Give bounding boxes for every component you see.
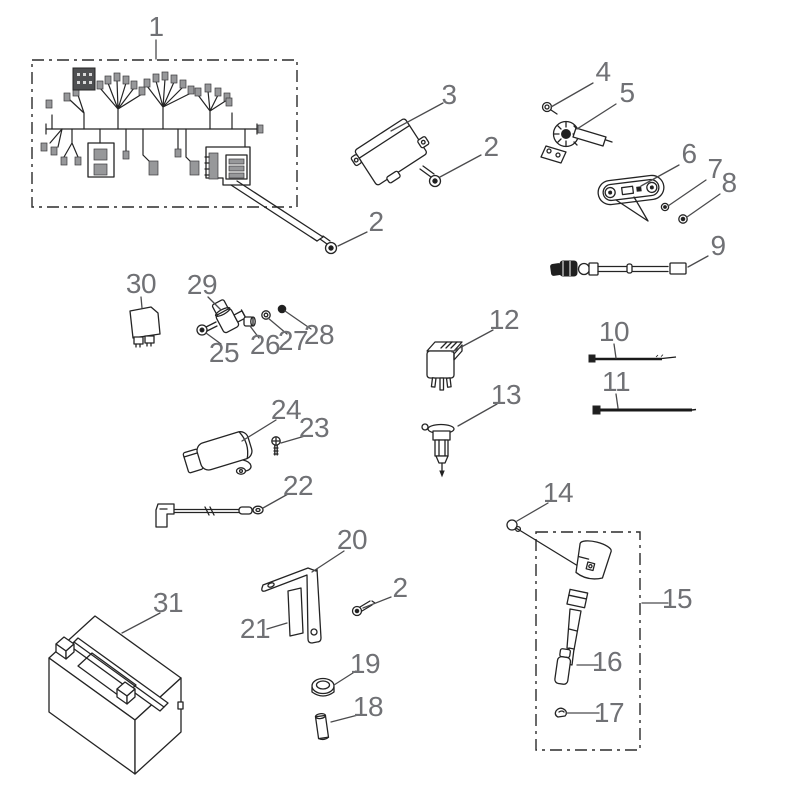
part-label-19: 19 [349, 648, 381, 679]
part-label-23: 23 [298, 412, 330, 443]
bolt-2-bracket-drawing [351, 600, 376, 617]
spacer-26-drawing [243, 316, 256, 327]
bolt-8-drawing [678, 214, 688, 224]
part-label-18: 18 [352, 691, 384, 722]
spark-plug-cable-9-drawing [550, 260, 687, 277]
mount-rod-drawing [230, 180, 324, 242]
bracket-plate-6-drawing [597, 174, 665, 222]
cdi-unit-drawing [350, 118, 430, 186]
part-label-22: 22 [282, 470, 314, 501]
part-label-4: 4 [595, 56, 611, 87]
sensor-13-drawing [421, 423, 455, 478]
part-label-16: 16 [591, 646, 623, 677]
ignition-coil-5-drawing [540, 120, 613, 164]
bolt-25-drawing [196, 321, 218, 336]
part-label-3: 3 [441, 79, 457, 110]
part-label-13: 13 [490, 379, 522, 410]
relay-30-drawing [129, 306, 161, 348]
part-label-8: 8 [721, 167, 737, 198]
flasher-relay-12-drawing [426, 341, 463, 391]
bracket-20-drawing [261, 567, 322, 644]
part-label-6: 6 [681, 138, 697, 169]
grommet-19-drawing [311, 677, 335, 697]
part-label-1: 1 [148, 11, 164, 42]
screw-23-drawing [271, 436, 281, 456]
nut-28-drawing [277, 304, 287, 314]
part-label-7: 7 [707, 153, 723, 184]
part-label-12: 12 [488, 304, 520, 335]
bolt-2-cdi-drawing [419, 165, 442, 188]
part-label-2: 2 [368, 206, 384, 237]
leader-lines [121, 39, 721, 723]
battery-31-drawing [48, 615, 184, 775]
washer-27-drawing [261, 310, 271, 320]
fuel-sensor-drawing [515, 527, 612, 666]
part-label-9: 9 [710, 230, 726, 261]
part-label-5: 5 [619, 77, 635, 108]
part-label-27: 27 [277, 325, 309, 356]
part-label-29: 29 [186, 269, 218, 300]
harness-box-1 [31, 59, 298, 208]
part-label-24: 24 [270, 394, 302, 425]
part-label-15: 15 [661, 583, 693, 614]
cable-tie-11-drawing [592, 405, 697, 415]
part-label-26: 26 [249, 329, 281, 360]
sensor-box-15 [535, 531, 641, 751]
part-label-11: 11 [601, 366, 631, 397]
bolt-2-harness-drawing [319, 235, 338, 255]
part-label-28: 28 [303, 319, 335, 350]
part-label-2: 2 [392, 572, 408, 603]
part-label-31: 31 [152, 587, 184, 618]
cable-tie-10-drawing [588, 354, 677, 363]
condenser-24-drawing [182, 431, 253, 475]
part-label-20: 20 [336, 524, 368, 555]
part-label-17: 17 [593, 697, 625, 728]
nut-7-drawing [660, 202, 670, 212]
part-label-14: 14 [542, 477, 574, 508]
tube-18-drawing [314, 712, 330, 741]
wire-lead-22-drawing [155, 503, 264, 528]
part-label-25: 25 [208, 337, 240, 368]
clip-17-drawing [554, 707, 568, 718]
bolt-4-drawing [541, 101, 558, 115]
pad-21-drawing [287, 587, 304, 637]
part-label-10: 10 [598, 316, 630, 347]
part-label-21: 21 [239, 613, 271, 644]
part-label-30: 30 [125, 268, 157, 299]
float-16-drawing [554, 648, 572, 685]
part-label-2: 2 [483, 131, 499, 162]
